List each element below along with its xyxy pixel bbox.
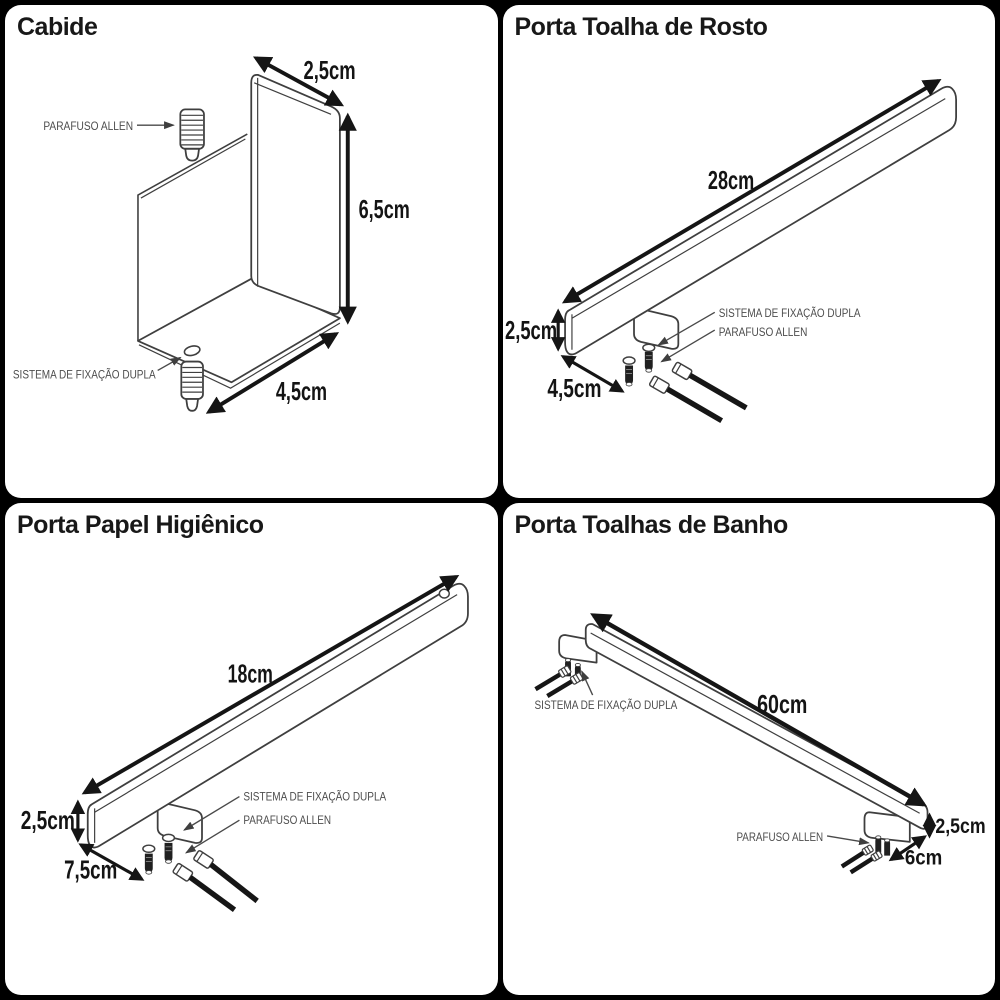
hook-plate	[250, 73, 341, 315]
dimension-arrow-width	[252, 56, 345, 107]
wall-bolt	[840, 844, 874, 868]
panel-title: Porta Toalha de Rosto	[514, 13, 768, 41]
sistema-fixacao-label: SISTEMA DE FIXAÇÃO DUPLA	[534, 697, 677, 711]
dim-depth-value: 7,5cm	[64, 856, 117, 884]
towel-bar	[584, 622, 928, 830]
pointer-parafuso-allen	[184, 819, 240, 853]
dim-height-value: 2,5cm	[935, 812, 985, 837]
panel-title: Porta Papel Higiênico	[17, 510, 264, 539]
washer	[641, 343, 655, 353]
wall-bolt	[172, 862, 237, 912]
sistema-fixacao-label: SISTEMA DE FIXAÇÃO DUPLA	[243, 789, 386, 803]
dimension-arrow-depth	[205, 332, 340, 414]
cabide-diagram: PARAFUSO ALLEN SISTEMA DE FIXAÇÃO DUPLA …	[13, 56, 410, 414]
wall-bolt	[648, 375, 723, 424]
mounting-bracket-right	[863, 810, 911, 843]
allen-screw-top	[179, 108, 205, 162]
parafuso-allen-label: PARAFUSO ALLEN	[243, 813, 331, 827]
paper-holder-bar	[86, 582, 469, 848]
allen-screw-bottom	[180, 360, 204, 412]
pointer-sistema-fixacao	[656, 311, 715, 346]
panel-porta-toalha-rosto: SISTEMA DE FIXAÇÃO DUPLA PARAFUSO ALLEN …	[502, 5, 995, 498]
dim-depth-value: 4,5cm	[547, 375, 601, 403]
pointer-parafuso-allen	[826, 834, 870, 845]
allen-set-screw	[644, 351, 653, 373]
porta-papel-higienico-diagram: SISTEMA DE FIXAÇÃO DUPLA PARAFUSO ALLEN …	[21, 574, 469, 912]
panel-porta-toalhas-banho: SISTEMA DE FIXAÇÃO DUPLA PARAFUSO ALLEN …	[502, 502, 995, 995]
wall-bolt	[545, 671, 583, 698]
dim-length-value: 28cm	[707, 167, 753, 195]
pointer-sistema-fixacao	[580, 669, 593, 695]
wall-bolt	[849, 850, 883, 874]
allen-set-screw	[164, 842, 173, 864]
washer	[161, 833, 176, 842]
dim-length-value: 60cm	[757, 690, 807, 718]
dim-width-value: 2,5cm	[303, 57, 355, 85]
allen-set-screw	[883, 837, 890, 856]
washer	[621, 356, 636, 365]
dimension-arrow-length	[81, 574, 460, 794]
pointer-parafuso-allen	[659, 329, 715, 363]
wall-plate	[137, 133, 248, 341]
dimension-arrow-depth	[560, 355, 625, 393]
allen-set-screw	[874, 834, 881, 853]
pointer-sistema-fixacao	[183, 795, 240, 831]
panel-title: Cabide	[17, 13, 98, 41]
fixation-hole	[183, 345, 201, 357]
dimension-arrow-length	[589, 612, 927, 806]
end-hole	[438, 588, 450, 599]
porta-toalha-rosto-diagram: SISTEMA DE FIXAÇÃO DUPLA PARAFUSO ALLEN …	[504, 79, 957, 424]
dim-length-value: 18cm	[228, 660, 273, 688]
parafuso-allen-label: PARAFUSO ALLEN	[43, 119, 133, 133]
allen-set-screw	[624, 365, 633, 387]
washer	[142, 843, 156, 853]
panel-title: Porta Toalhas de Banho	[514, 510, 789, 539]
dimension-arrow-depth	[78, 842, 145, 881]
dim-height-value: 6,5cm	[359, 196, 410, 224]
pointer-sistema-fixacao	[157, 356, 182, 372]
porta-toalhas-banho-diagram: SISTEMA DE FIXAÇÃO DUPLA PARAFUSO ALLEN …	[533, 612, 985, 874]
dimension-arrow-length	[561, 79, 941, 304]
parafuso-allen-label: PARAFUSO ALLEN	[718, 325, 807, 339]
parafuso-allen-label: PARAFUSO ALLEN	[736, 829, 823, 843]
wall-bolt	[533, 664, 571, 691]
dimension-arrow-depth	[888, 834, 927, 861]
panel-cabide: PARAFUSO ALLEN SISTEMA DE FIXAÇÃO DUPLA …	[5, 5, 498, 498]
mounting-bracket	[156, 800, 203, 844]
sistema-fixacao-label: SISTEMA DE FIXAÇÃO DUPLA	[13, 367, 156, 381]
dim-depth-value: 6cm	[904, 844, 941, 869]
dim-depth-value: 4,5cm	[276, 378, 327, 406]
dim-height-value: 2,5cm	[21, 807, 75, 835]
wall-bolt	[193, 849, 259, 903]
sistema-fixacao-label: SISTEMA DE FIXAÇÃO DUPLA	[718, 306, 860, 320]
panel-porta-papel-higienico: SISTEMA DE FIXAÇÃO DUPLA PARAFUSO ALLEN …	[5, 502, 498, 995]
wall-bolt	[671, 361, 748, 411]
dim-height-value: 2,5cm	[504, 317, 556, 345]
allen-set-screw	[144, 853, 153, 875]
